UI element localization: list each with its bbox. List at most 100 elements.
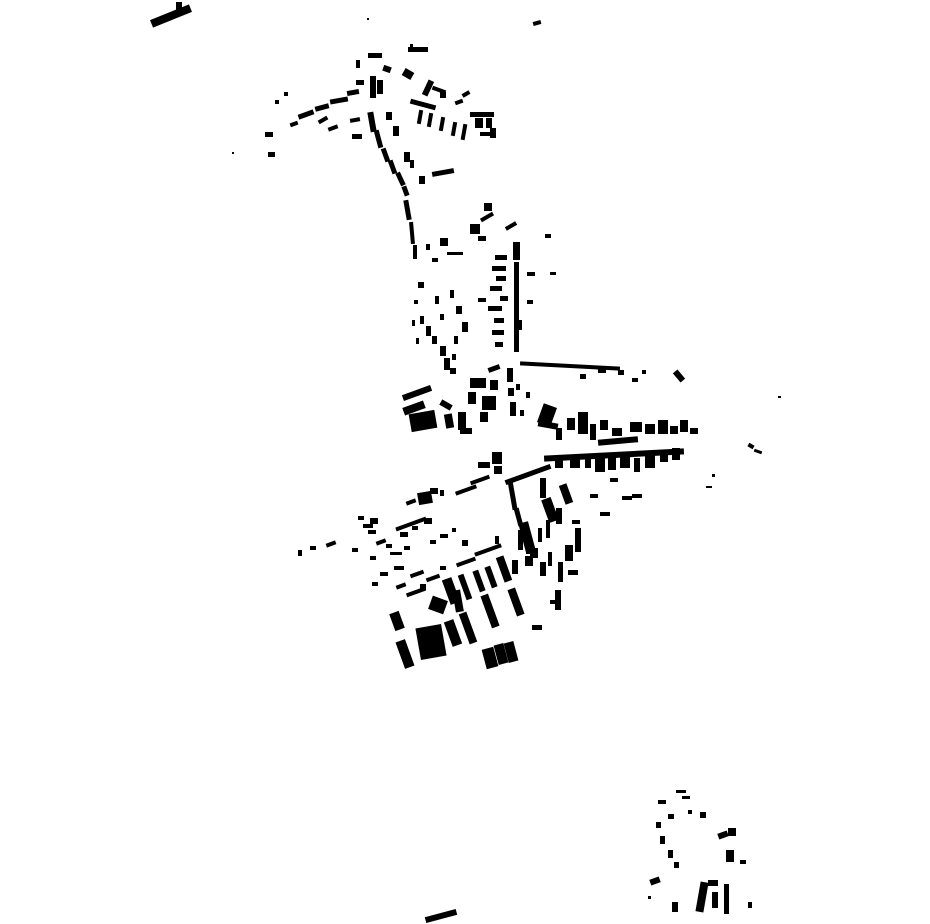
building: [504, 221, 518, 231]
building: [418, 282, 424, 288]
buildings-layer: [150, 2, 781, 924]
building: [512, 560, 518, 574]
building: [622, 496, 632, 500]
building: [527, 272, 535, 276]
building: [507, 587, 525, 617]
building: [232, 152, 234, 154]
building: [325, 540, 337, 548]
building: [496, 276, 506, 281]
building: [268, 152, 275, 157]
building: [395, 171, 406, 187]
building: [417, 490, 433, 506]
building: [430, 488, 438, 494]
building: [513, 507, 524, 527]
building: [495, 555, 513, 583]
building: [420, 316, 424, 324]
building: [674, 862, 679, 868]
building: [389, 610, 405, 632]
building: [358, 516, 364, 520]
building: [656, 822, 661, 828]
building: [317, 115, 329, 125]
building: [289, 120, 299, 128]
building: [470, 224, 480, 234]
building: [440, 346, 446, 356]
building: [479, 211, 495, 223]
building: [421, 79, 435, 97]
building: [450, 290, 454, 298]
building: [504, 463, 552, 486]
building: [404, 546, 410, 550]
building: [649, 876, 661, 886]
building: [450, 368, 456, 374]
building: [275, 100, 279, 104]
building: [724, 884, 729, 914]
building: [310, 546, 316, 550]
building: [490, 128, 496, 138]
building: [478, 236, 486, 241]
building: [572, 520, 580, 524]
building: [395, 639, 415, 669]
building: [327, 124, 339, 132]
building: [415, 623, 447, 661]
building: [370, 556, 376, 560]
building: [612, 428, 622, 436]
building: [494, 466, 502, 474]
building: [462, 540, 468, 546]
building: [519, 361, 621, 371]
building: [642, 370, 646, 374]
building: [456, 306, 462, 314]
building: [580, 374, 586, 379]
building: [452, 589, 464, 613]
building: [540, 562, 546, 576]
building: [480, 132, 496, 136]
building: [645, 424, 655, 434]
building: [419, 176, 425, 184]
building: [349, 117, 361, 123]
building: [556, 508, 562, 524]
building: [712, 892, 718, 908]
building: [488, 306, 502, 311]
building: [363, 524, 373, 528]
building: [368, 530, 376, 534]
building: [412, 526, 418, 530]
building: [470, 112, 494, 117]
building: [526, 392, 530, 398]
building: [370, 76, 376, 98]
building: [525, 556, 533, 566]
building: [532, 625, 542, 630]
building: [447, 252, 463, 255]
building: [478, 462, 490, 468]
building: [590, 424, 596, 440]
building: [680, 420, 688, 432]
building: [668, 814, 674, 819]
building: [520, 410, 524, 416]
building: [469, 474, 491, 486]
building: [712, 474, 715, 477]
building: [457, 573, 473, 601]
building: [478, 298, 486, 302]
building: [352, 134, 362, 139]
building: [600, 420, 608, 430]
building: [585, 456, 591, 468]
building: [672, 448, 680, 460]
building: [482, 396, 496, 410]
building: [567, 418, 575, 430]
building: [490, 380, 498, 390]
building: [408, 47, 428, 52]
building: [440, 92, 446, 98]
building: [410, 160, 414, 168]
building: [492, 266, 506, 271]
building: [484, 203, 492, 211]
building: [717, 830, 729, 840]
building: [432, 258, 438, 262]
building: [541, 497, 559, 523]
building: [462, 322, 468, 332]
building: [660, 450, 668, 462]
building: [424, 518, 432, 524]
building: [426, 326, 431, 336]
building: [570, 458, 580, 468]
building: [413, 245, 417, 259]
building: [630, 422, 642, 432]
building: [676, 790, 686, 793]
building: [632, 494, 642, 498]
